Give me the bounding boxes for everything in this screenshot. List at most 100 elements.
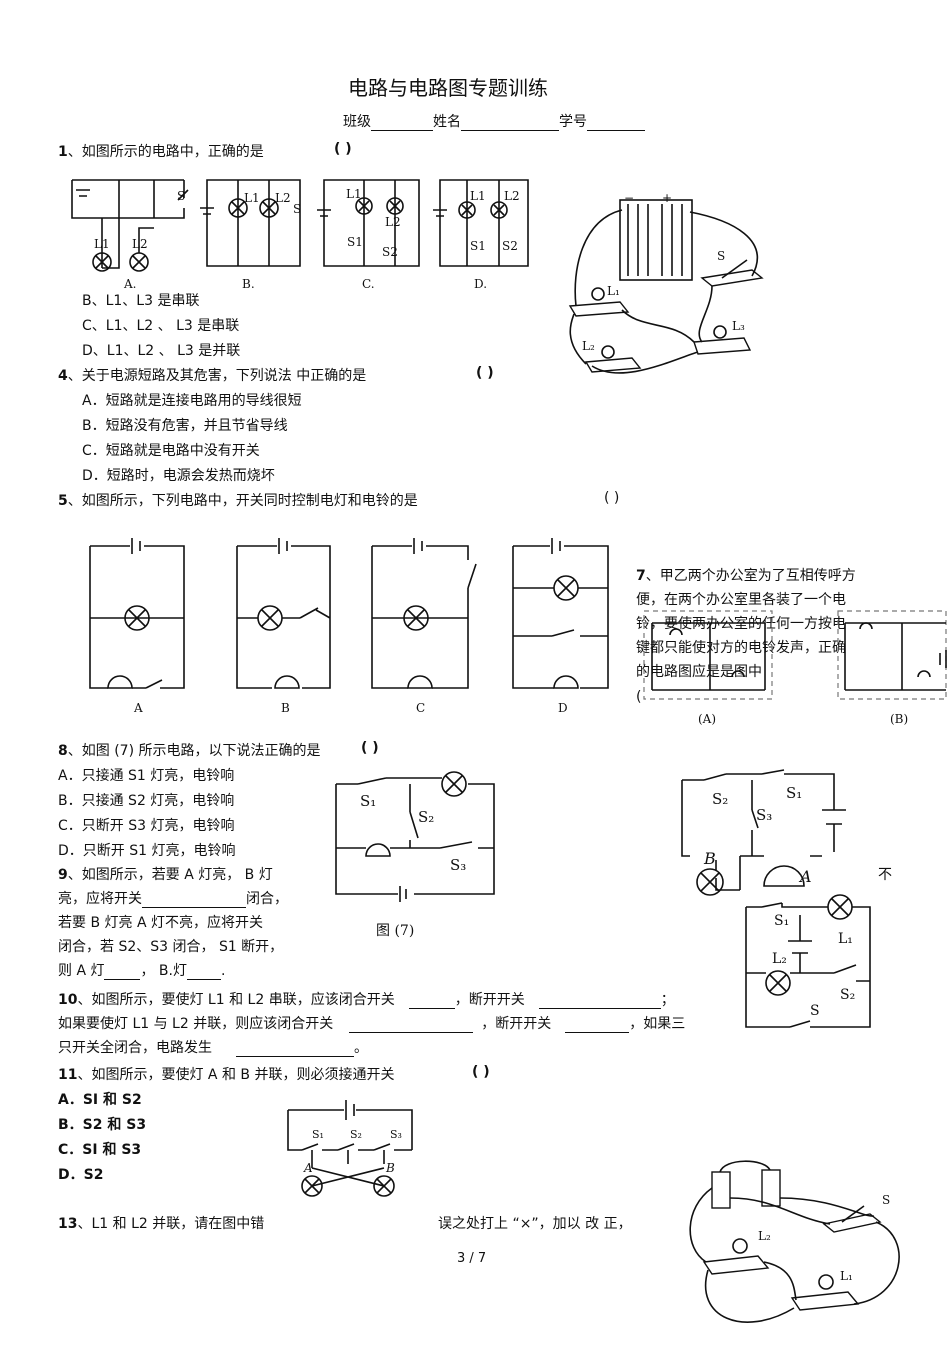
q9-text-2b: 闭合， (246, 891, 288, 907)
q10-text-2c: ，如果三 (629, 1016, 686, 1032)
q7-line-1: 7、甲乙两个办公室为了互相传呼方 (636, 565, 856, 585)
q13-label-l2: L₂ (758, 1229, 771, 1243)
q1-physical-circuit: −+ S L₁ L₂ L₃ (568, 191, 764, 374)
q13-stem-b: 误之处打上 “×”，加以 改 正， (438, 1216, 632, 1232)
q8-fig-caption: 图 (7) (376, 923, 414, 939)
q4-stem: 4、关于电源短路及其危害，下列说法 中正确的是 (58, 365, 366, 385)
q4-option-d[interactable]: D．短路时，电源会发热而烧坏 (82, 468, 275, 484)
q13-physical-circuit: S L₂ L₁ (689, 1160, 900, 1323)
q1-answer-paren[interactable]: ( ) (334, 141, 352, 157)
q7-line-4: 键都只能使对方的电铃发声，正确 (636, 640, 846, 656)
q9-circuit-figure: S₂ S₁ S₃ B A (681, 769, 846, 896)
q10-number: 10 (58, 992, 78, 1008)
q13-stem-a: 13、L1 和 L2 并联，请在图中错 (58, 1213, 264, 1233)
q8-option-b[interactable]: B．只接通 S2 灯亮，电铃响 (58, 793, 235, 809)
q8-text: 、如图 (7) 所示电路，以下说法正确的是 (67, 743, 321, 759)
svg-text:L₂: L₂ (582, 339, 595, 353)
svg-text:S1: S1 (470, 239, 486, 253)
q7-line-6[interactable]: ( (636, 689, 642, 705)
q4-option-c[interactable]: C．短路就是电路中没有开关 (82, 443, 260, 459)
q5-number: 5 (58, 493, 68, 509)
q10-text-3a: 只开关全闭合，电路发生 (58, 1040, 212, 1056)
q4-option-a[interactable]: A．短路就是连接电路用的导线很短 (82, 393, 302, 409)
page-number: 3 / 7 (457, 1251, 487, 1266)
q10-label-l1: L₁ (838, 931, 853, 947)
q1-fig-label-b: B. (242, 277, 255, 291)
q4-answer-paren[interactable]: ( ) (476, 365, 494, 381)
q7-line-3: 铃，要使两办公室的任何一方按电 (636, 616, 846, 632)
name-blank[interactable] (461, 116, 559, 131)
id-blank[interactable] (587, 116, 645, 131)
q7-fig-label-a: (A) (698, 712, 716, 726)
q8-answer-paren[interactable]: ( ) (361, 740, 379, 756)
q8-label-s2: S₂ (418, 808, 434, 826)
q1-fig-label-c: C. (362, 277, 375, 291)
q1-number: 1 (58, 144, 68, 160)
svg-text:L2: L2 (275, 191, 291, 205)
q9-blank-3[interactable] (187, 965, 221, 980)
q9-line-2: 亮，应将开关 闭合， (58, 888, 288, 908)
q10-text-1a: 、如图所示，要使灯 L1 和 L2 串联，应该闭合开关 (77, 992, 395, 1008)
q5-fig-label-a: A (133, 701, 143, 715)
q7-line-5: 的电路图应是是图中 (636, 664, 762, 680)
q9-label-s2: S₂ (712, 790, 728, 808)
svg-text:S: S (177, 189, 185, 203)
q10-blank-1[interactable] (408, 994, 455, 1009)
q8-circuit-figure: S₁ S₂ S₃ 图 (7) (335, 771, 495, 939)
q4-text: 、关于电源短路及其危害，下列说法 中正确的是 (67, 368, 367, 384)
svg-text:L₃: L₃ (732, 319, 745, 333)
q9-label-b: B (703, 849, 716, 868)
q11-text: 、如图所示，要使灯 A 和 B 并联，则必须接通开关 (77, 1067, 395, 1083)
svg-text:L₁: L₁ (607, 284, 620, 298)
q10-blank-4[interactable] (565, 1018, 630, 1033)
q10-line-2: 如果要使灯 L1 与 L2 并联，则应该闭合开关，断开开关，如果三 (58, 1013, 685, 1033)
student-info-line: 班级姓名学号 (343, 111, 645, 131)
q5-circuit-figures: A B C D (89, 538, 609, 715)
q10-text-3b: 。 (354, 1040, 368, 1056)
q13-text-a: 、L1 和 L2 并联，请在图中错 (77, 1216, 265, 1232)
q11-option-a[interactable]: A．SI 和 S2 (58, 1092, 142, 1108)
q5-stem: 5、如图所示，下列电路中，开关同时控制电灯和电铃的是 (58, 490, 418, 510)
q1-option-c[interactable]: C、L1、L2 、 L3 是串联 (82, 318, 240, 334)
q5-fig-c: C (371, 538, 477, 715)
q8-option-c[interactable]: C．只断开 S3 灯亮，电铃响 (58, 818, 235, 834)
q11-option-b[interactable]: B．S2 和 S3 (58, 1117, 147, 1133)
q1-option-d[interactable]: D、L1、L2 、 L3 是并联 (82, 343, 241, 359)
q8-label-s3: S₃ (450, 856, 466, 874)
q10-circuit-figure: S₁ L₁ L₂ S₂ S (745, 894, 871, 1028)
q9-text-1: 、如图所示，若要 A 灯亮， B 灯 (67, 867, 273, 883)
q9-line-4: 闭合，若 S2、S3 闭合， S1 断开， (58, 939, 284, 955)
q5-fig-b: B (236, 538, 331, 715)
q11-number: 11 (58, 1067, 78, 1083)
q11-option-c[interactable]: C．SI 和 S3 (58, 1142, 142, 1158)
q10-label-s1: S₁ (774, 913, 789, 929)
q5-fig-label-b: B (281, 701, 290, 715)
svg-text:S: S (717, 249, 725, 263)
q9-label-a: A (798, 867, 812, 886)
q10-blank-5[interactable] (236, 1042, 354, 1057)
q11-label-s3: S₃ (390, 1128, 402, 1141)
q10-blank-2[interactable] (538, 994, 661, 1009)
q10-text-1c: ； (660, 992, 675, 1008)
q7-number: 7 (636, 568, 646, 584)
q13-label-s: S (882, 1193, 890, 1207)
q10-blank-3[interactable] (349, 1018, 474, 1033)
q10-text-2b: ，断开开关 (481, 1016, 552, 1032)
q9-blank-2[interactable] (104, 965, 141, 980)
class-label: 班级 (343, 114, 371, 130)
q11-circuit-figure: S₁ S₂ S₃ A B (287, 1100, 413, 1197)
q8-option-a[interactable]: A．只接通 S1 灯亮，电铃响 (58, 768, 235, 784)
q5-answer-paren[interactable]: ( ) (604, 490, 620, 506)
q9-blank-1[interactable] (142, 893, 246, 908)
q11-answer-paren[interactable]: ( ) (472, 1064, 490, 1080)
q1-stem: 1、如图所示的电路中，正确的是 (58, 141, 264, 161)
q9-text-2a: 亮，应将开关 (58, 891, 142, 907)
q1-option-b[interactable]: B、L1、L3 是串联 (82, 293, 200, 309)
q4-option-b[interactable]: B．短路没有危害，并且节省导线 (82, 418, 288, 434)
class-blank[interactable] (371, 116, 433, 131)
q7-text-1: 、甲乙两个办公室为了互相传呼方 (645, 568, 856, 584)
q11-option-d[interactable]: D．S2 (58, 1167, 104, 1183)
q8-option-d[interactable]: D．只断开 S1 灯亮，电铃响 (58, 843, 236, 859)
